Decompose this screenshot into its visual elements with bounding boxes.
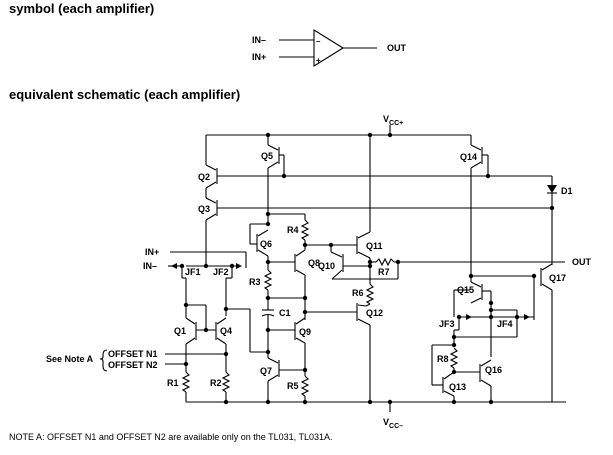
q8-label: Q8 — [308, 258, 320, 268]
q2-label: Q2 — [198, 172, 210, 182]
vcc-plus-label: VCC+ — [383, 114, 403, 127]
q11-label: Q11 — [366, 241, 383, 251]
r3-label: R3 — [249, 277, 261, 287]
q4-label: Q4 — [220, 326, 232, 336]
jf1-label: JF1 — [185, 267, 201, 277]
opamp-symbol: IN– IN+ – + OUT — [252, 29, 407, 67]
q9-label: Q9 — [299, 327, 311, 337]
jf2-label: JF2 — [213, 267, 229, 277]
q7-label: Q7 — [260, 366, 272, 376]
q3-label: Q3 — [198, 204, 210, 214]
see-note-label: See Note A — [46, 354, 94, 364]
vcc-minus-label: VCC– — [383, 417, 403, 430]
symbol-out-label: OUT — [387, 43, 407, 53]
junction-dots — [179, 132, 555, 405]
offset-n2-label: OFFSET N2 — [108, 360, 158, 370]
q10-label: Q10 — [318, 261, 335, 271]
q15-label: Q15 — [457, 285, 474, 295]
symbol-in-plus-label: IN+ — [252, 52, 266, 62]
q13-label: Q13 — [449, 382, 466, 392]
d1-label: D1 — [561, 186, 573, 196]
q12-label: Q12 — [366, 308, 383, 318]
in-plus-label: IN+ — [145, 247, 159, 257]
r2-label: R2 — [210, 378, 222, 388]
q6-label: Q6 — [260, 239, 272, 249]
symbol-heading: symbol (each amplifier) — [9, 1, 155, 16]
schematic-heading: equivalent schematic (each amplifier) — [9, 87, 241, 102]
c1-label: C1 — [279, 308, 291, 318]
r6-label: R6 — [352, 288, 364, 298]
r1-label: R1 — [167, 378, 179, 388]
opamp-triangle — [313, 29, 345, 67]
q5-label: Q5 — [261, 151, 273, 161]
jf4-label: JF4 — [497, 319, 513, 329]
r7-label: R7 — [378, 267, 390, 277]
q17-label: Q17 — [549, 273, 566, 283]
r5-label: R5 — [287, 381, 299, 391]
footnote: NOTE A: OFFSET N1 and OFFSET N2 are avai… — [9, 432, 333, 442]
r4-label: R4 — [287, 225, 299, 235]
q16-label: Q16 — [485, 365, 502, 375]
jf3-label: JF3 — [439, 319, 455, 329]
schematic-labels: VCC+ VCC– IN+ IN– OUT OFFSET N1 OFFSET N… — [46, 114, 592, 430]
in-minus-label: IN– — [143, 261, 157, 271]
r8-label: R8 — [437, 354, 449, 364]
symbol-in-minus-label: IN– — [252, 35, 266, 45]
schematic-wires — [99, 125, 566, 412]
q14-label: Q14 — [460, 152, 477, 162]
q1-label: Q1 — [174, 326, 186, 336]
out-label: OUT — [572, 257, 592, 267]
plus-sign: + — [316, 56, 321, 65]
offset-n1-label: OFFSET N1 — [108, 349, 158, 359]
minus-sign: – — [316, 37, 321, 46]
